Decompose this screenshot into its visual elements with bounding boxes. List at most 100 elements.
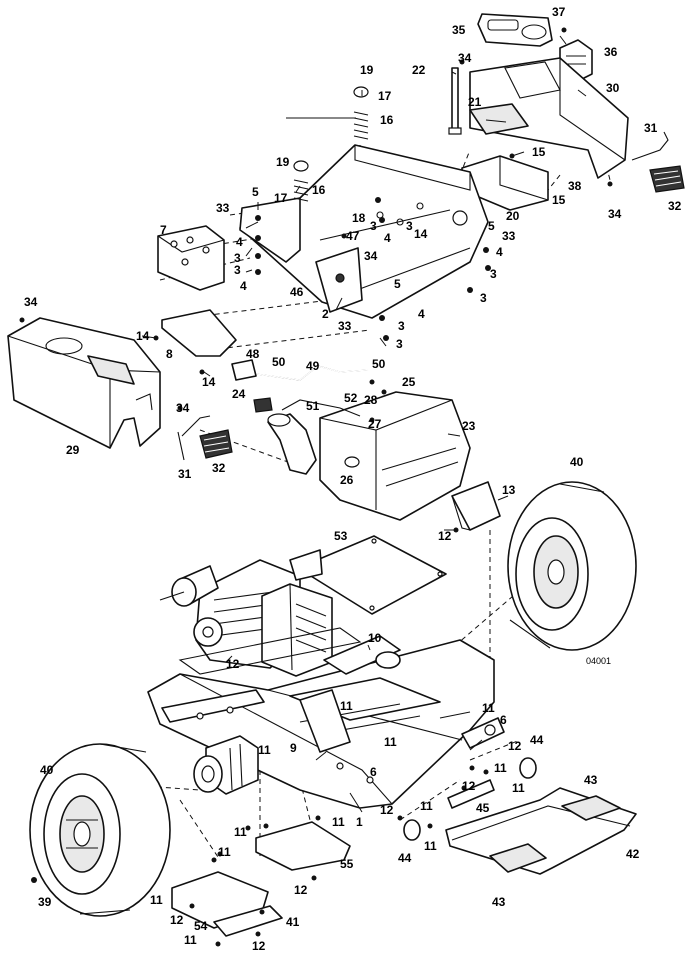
callout-14c: 14 <box>202 375 216 389</box>
bushing-44-left <box>403 819 421 841</box>
callout-16b: 16 <box>312 183 326 197</box>
callout-17: 17 <box>378 89 392 103</box>
callout-12e: 12 <box>380 803 394 817</box>
callout-53: 53 <box>334 529 348 543</box>
callout-34b: 34 <box>608 207 622 221</box>
callout-37: 37 <box>552 5 566 19</box>
callout-3d: 3 <box>406 219 413 233</box>
callout-33: 33 <box>216 201 230 215</box>
callout-11e: 11 <box>494 761 507 775</box>
callout-labels: 35 37 36 34 22 30 21 31 15 15 38 34 32 2… <box>24 5 682 953</box>
rear-console-panel <box>469 57 629 179</box>
vent-line-51 <box>281 399 361 417</box>
hardware-fasteners <box>19 27 613 947</box>
heat-shield-53 <box>297 535 447 615</box>
callout-20: 20 <box>506 209 520 223</box>
callout-19b: 19 <box>276 155 290 169</box>
axle-pin-45 <box>447 779 495 809</box>
callout-3: 3 <box>234 251 241 265</box>
cross-tube-10 <box>323 635 401 675</box>
callout-44b: 44 <box>398 851 412 865</box>
callout-12h: 12 <box>252 939 266 953</box>
bushing-44-right <box>519 757 537 779</box>
callout-11m: 11 <box>184 933 197 947</box>
rear-wheel-left <box>29 743 171 917</box>
fuel-filter-48 <box>231 359 257 381</box>
callout-15b: 15 <box>552 193 566 207</box>
callout-47: 47 <box>346 229 360 243</box>
handle-31-left <box>177 415 211 461</box>
callout-31: 31 <box>644 121 658 135</box>
callout-1: 1 <box>356 815 363 829</box>
callout-16: 16 <box>380 113 394 127</box>
callout-39: 39 <box>38 895 52 909</box>
fuel-line-49 <box>255 365 369 381</box>
callout-11h: 11 <box>332 815 345 829</box>
callout-24: 24 <box>232 387 246 401</box>
callout-51: 51 <box>306 399 320 413</box>
callout-28: 28 <box>364 393 378 407</box>
reflector-32-left <box>199 429 233 459</box>
callout-32: 32 <box>668 199 682 213</box>
callout-4e: 4 <box>418 307 425 321</box>
callout-12: 12 <box>438 529 452 543</box>
springs <box>293 86 369 202</box>
callout-33c: 33 <box>338 319 352 333</box>
callout-22: 22 <box>412 63 426 77</box>
callout-11j: 11 <box>218 845 231 859</box>
callout-33b: 33 <box>502 229 516 243</box>
plate-41 <box>213 905 283 937</box>
callout-43: 43 <box>584 773 598 787</box>
callout-35: 35 <box>452 23 466 37</box>
callout-14b: 14 <box>136 329 150 343</box>
callout-43b: 43 <box>492 895 506 909</box>
callout-48: 48 <box>246 347 260 361</box>
callout-9: 9 <box>290 741 297 755</box>
callout-11b: 11 <box>482 701 495 715</box>
callout-3b: 3 <box>234 263 241 277</box>
control-panel-7 <box>157 225 225 291</box>
callout-30: 30 <box>606 81 620 95</box>
callout-14: 14 <box>414 227 428 241</box>
callout-11c: 11 <box>258 743 271 757</box>
callout-6b: 6 <box>370 765 377 779</box>
callout-32b: 32 <box>212 461 226 475</box>
callout-12b: 12 <box>226 657 240 671</box>
callout-12c: 12 <box>508 739 522 753</box>
callout-40: 40 <box>570 455 584 469</box>
leader-lines <box>141 35 587 813</box>
callout-42: 42 <box>626 847 640 861</box>
left-fender-29 <box>7 317 161 449</box>
callout-5: 5 <box>252 185 259 199</box>
callout-11f: 11 <box>512 781 525 795</box>
callout-12d: 12 <box>462 779 476 793</box>
callout-5b: 5 <box>488 219 495 233</box>
callout-3g: 3 <box>398 319 405 333</box>
filler-neck-51 <box>267 413 317 475</box>
callout-12f: 12 <box>294 883 308 897</box>
hydro-pump <box>193 735 259 795</box>
cup-holder-tray <box>477 13 553 47</box>
figure-ref: 04001 <box>586 656 611 666</box>
fuel-tank-23 <box>319 391 471 521</box>
callout-7: 7 <box>160 223 167 237</box>
callout-3e: 3 <box>490 267 497 281</box>
callout-50: 50 <box>272 355 286 369</box>
callout-3f: 3 <box>480 291 487 305</box>
callout-54: 54 <box>194 919 208 933</box>
left-mount-bracket <box>315 247 363 313</box>
callout-27: 27 <box>368 417 382 431</box>
callout-4: 4 <box>236 235 243 249</box>
callout-52: 52 <box>344 391 358 405</box>
callout-41: 41 <box>286 915 300 929</box>
callout-17b: 17 <box>274 191 288 205</box>
callout-5c: 5 <box>394 277 401 291</box>
callout-19: 19 <box>360 63 374 77</box>
callout-3h: 3 <box>396 337 403 351</box>
callout-31b: 31 <box>178 467 192 481</box>
callout-21: 21 <box>468 95 482 109</box>
callout-29: 29 <box>66 443 80 457</box>
callout-18: 18 <box>352 211 366 225</box>
callout-11i: 11 <box>234 825 247 839</box>
console-cover-plate <box>469 103 529 135</box>
